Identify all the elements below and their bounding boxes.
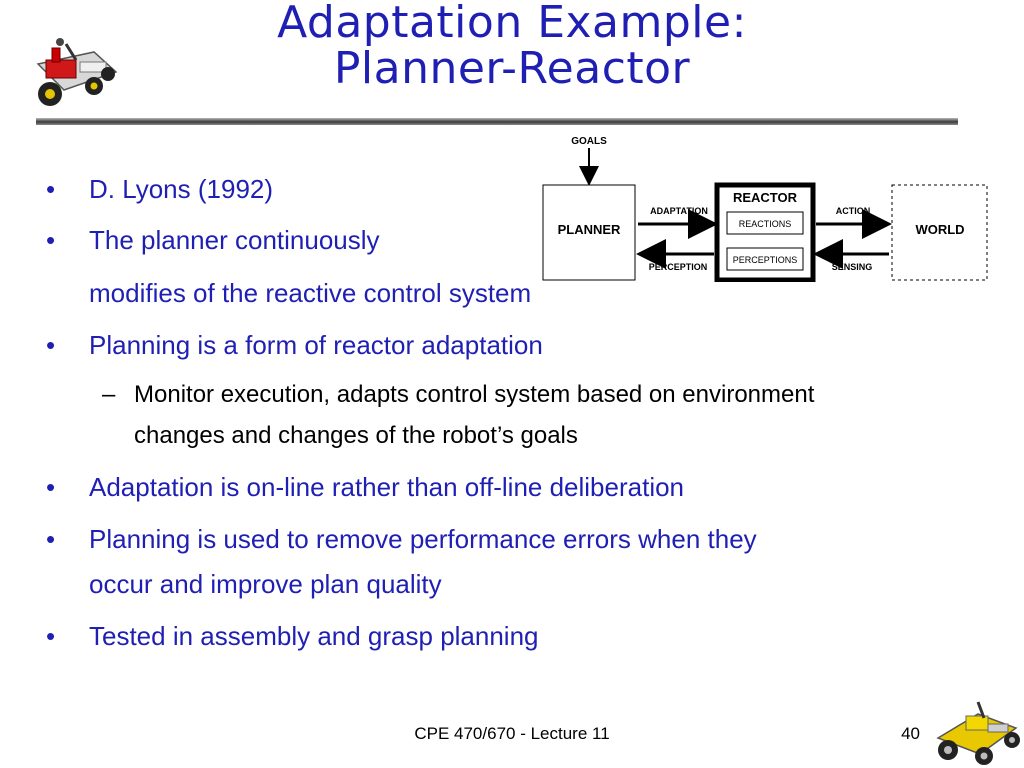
robot-car-icon bbox=[36, 38, 118, 106]
footer-course: CPE 470/670 - Lecture 11 bbox=[414, 724, 610, 743]
perceptions-label: PERCEPTIONS bbox=[733, 255, 798, 265]
bullet-marker: • bbox=[46, 524, 56, 554]
action-label: ACTION bbox=[836, 206, 871, 216]
bullet-2-continued: modifies of the reactive control system bbox=[89, 278, 532, 308]
bullet-5-line-1: Planning is used to remove performance e… bbox=[89, 524, 757, 554]
sub-bullet-marker: – bbox=[102, 381, 116, 408]
title-divider bbox=[36, 118, 958, 125]
bullet-marker: • bbox=[46, 225, 56, 255]
bullet-5-line-2: occur and improve plan quality bbox=[89, 569, 442, 599]
reactions-box bbox=[726, 211, 804, 235]
bullet-3: Planning is a form of reactor adaptation bbox=[89, 330, 543, 360]
world-label: WORLD bbox=[915, 222, 964, 237]
reactor-label: REACTOR bbox=[733, 190, 798, 205]
bullet-6: Tested in assembly and grasp planning bbox=[89, 621, 539, 651]
sensing-label: SENSING bbox=[832, 262, 873, 272]
bullet-marker: • bbox=[46, 174, 56, 204]
robot-vehicle-icon bbox=[936, 701, 1020, 765]
bullet-marker: • bbox=[46, 621, 56, 651]
planner-reactor-diagram: GOALS PLANNER ADAPTATION PERCEPTION REAC… bbox=[542, 136, 988, 282]
bullet-2: The planner continuously bbox=[89, 225, 380, 255]
bullet-1: D. Lyons (1992) bbox=[89, 174, 274, 204]
perception-label: PERCEPTION bbox=[649, 262, 708, 272]
world-box bbox=[891, 184, 988, 281]
sub-bullet-line-2: changes and changes of the robot’s goals bbox=[134, 422, 578, 449]
sub-bullet-line-1: Monitor execution, adapts control system… bbox=[134, 381, 815, 408]
perceptions-box bbox=[726, 247, 804, 271]
planner-label: PLANNER bbox=[558, 222, 621, 237]
bullet-marker: • bbox=[46, 472, 56, 502]
bullet-marker: • bbox=[46, 330, 56, 360]
goals-label: GOALS bbox=[571, 136, 607, 147]
title-line-2: Planner-Reactor bbox=[333, 43, 691, 94]
page-number: 40 bbox=[901, 724, 920, 743]
adaptation-label: ADAPTATION bbox=[650, 206, 708, 216]
bullet-4: Adaptation is on-line rather than off-li… bbox=[89, 472, 685, 502]
title-line-1: Adaptation Example: bbox=[277, 0, 747, 48]
reactions-label: REACTIONS bbox=[739, 219, 792, 229]
planner-box bbox=[542, 184, 636, 281]
slide-title: Adaptation Example: Planner-Reactor bbox=[0, 0, 1024, 92]
